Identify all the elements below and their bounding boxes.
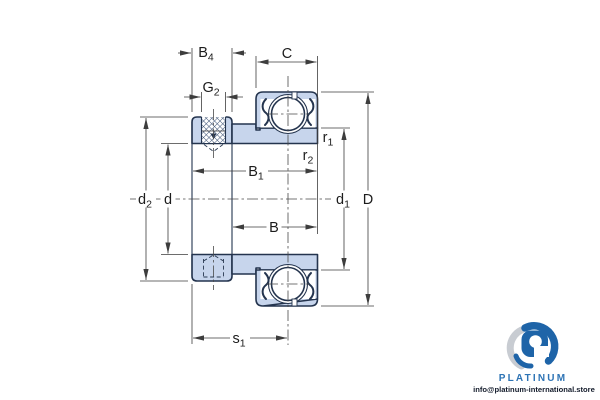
dim-d1: d1 — [334, 129, 354, 269]
dim-g2: G2 — [184, 80, 243, 100]
dim-label-b: B — [269, 220, 279, 236]
dim-label-g2: G2 — [202, 80, 219, 99]
logo-blue-swirl — [521, 322, 559, 365]
dimensions: B4 G2 C r1 r2 B1 B — [136, 45, 377, 350]
logo-p-counter — [529, 335, 542, 348]
dim-label-d2: d2 — [138, 192, 152, 211]
dim-b: B — [233, 218, 317, 236]
dim-label-D: D — [363, 192, 373, 208]
dim-b1: B1 — [193, 162, 317, 183]
logo-blue-tail — [513, 353, 534, 369]
lube-hole-bottom — [291, 298, 298, 307]
dim-label-s1: s1 — [232, 331, 245, 350]
dim-label-d1: d1 — [336, 192, 350, 211]
lube-hole-top — [291, 91, 298, 100]
logo-p-cut — [534, 346, 549, 357]
locking-collar-bottom-section — [191, 253, 233, 282]
seal-top-left — [261, 98, 270, 126]
logo-gray-swirl — [506, 326, 525, 370]
dim-label-r2: r2 — [303, 148, 314, 167]
dim-label-b1: B1 — [248, 164, 264, 183]
dim-d2: d2 — [136, 118, 156, 280]
seal-top-right — [306, 98, 315, 126]
seal-bottom-right — [306, 272, 315, 300]
platinum-logo: PLATINUM info@platinum-international.sto… — [473, 322, 595, 394]
logo-email-text: info@platinum-international.store — [473, 385, 595, 394]
dim-d: d — [160, 144, 176, 254]
dim-label-c: C — [282, 46, 292, 62]
seal-bottom-left — [261, 272, 270, 300]
dim-label-r1: r1 — [323, 130, 334, 149]
dim-D: D — [359, 93, 377, 305]
extension-lines — [140, 48, 374, 344]
dim-c: C — [257, 46, 317, 65]
dim-b4: B4 — [178, 45, 246, 64]
logo-brand-text: PLATINUM — [499, 373, 568, 384]
screw-tip-hidden — [203, 144, 224, 153]
dim-label-d: d — [164, 192, 172, 208]
dim-s1: s1 — [193, 329, 287, 350]
bearing-cross-section — [191, 91, 319, 307]
dim-label-b4: B4 — [198, 45, 214, 64]
hidden-screw-hole-bottom — [203, 254, 224, 278]
